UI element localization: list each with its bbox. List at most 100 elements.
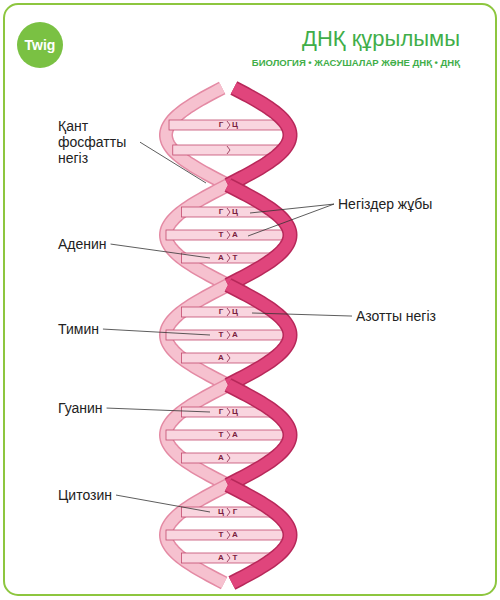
- strand-ribbon: [228, 285, 290, 385]
- base-letter: А: [232, 231, 238, 239]
- leader-line: [116, 495, 210, 512]
- strand-edge: [228, 485, 290, 583]
- base-letter-box: А: [218, 454, 224, 462]
- base-letter-box: А: [232, 231, 238, 239]
- part-label: Аденин: [58, 236, 107, 252]
- title: ДНҚ құрылымы: [302, 26, 460, 52]
- base-letter: Г: [219, 208, 224, 216]
- bond-notch: [227, 331, 230, 339]
- base-letter-box: Т: [219, 231, 224, 239]
- base-letter-box: А: [218, 354, 224, 362]
- leader-line: [248, 204, 334, 236]
- strand-ribbon: [166, 88, 228, 185]
- base-letter: А: [218, 554, 224, 562]
- page-frame: [4, 4, 496, 595]
- base-letter: А: [232, 331, 238, 339]
- base-letter-box: Т: [219, 431, 224, 439]
- base-letter: Г: [219, 308, 224, 316]
- strand-ribbon: [228, 485, 290, 583]
- part-label: Негіздер жұбы: [338, 196, 432, 212]
- base-letter: А: [232, 431, 238, 439]
- part-label-box: Қант фосфатты негіз: [58, 118, 136, 166]
- double-helix: [166, 88, 290, 583]
- part-label-box: Аденин: [58, 236, 107, 252]
- leader-line: [107, 408, 210, 412]
- base-pair-bar: [166, 530, 290, 540]
- bond-notch: [227, 508, 230, 516]
- base-letter-box: Г: [219, 121, 224, 129]
- title-box: ДНҚ құрылымы: [302, 26, 460, 52]
- bond-notch: [227, 531, 230, 539]
- bond-notch: [227, 231, 230, 239]
- base-letter-box: Ц: [218, 508, 224, 516]
- leader-line: [103, 329, 210, 335]
- bond-notch: [227, 254, 230, 262]
- base-letter: Т: [219, 431, 224, 439]
- base-letter-box: А: [218, 554, 224, 562]
- base-letter: Г: [219, 408, 224, 416]
- base-letter: Т: [233, 254, 238, 262]
- base-letter-box: Т: [233, 254, 238, 262]
- bond-notch: [227, 431, 230, 439]
- front-strand: [228, 88, 290, 583]
- part-label-box: Азотты негіз: [356, 308, 436, 324]
- base-letter-box: Г: [219, 208, 224, 216]
- base-letter: Г: [233, 508, 238, 516]
- logo-text: Twig: [25, 37, 56, 53]
- subtitle-box: БИОЛОГИЯ • ЖАСУШАЛАР ЖӘНЕ ДНҚ • ДНҚ: [252, 58, 460, 69]
- strand-edge: [166, 88, 228, 185]
- base-pairs: [166, 120, 290, 563]
- base-letter: Г: [219, 121, 224, 129]
- part-label-box: Гуанин: [58, 400, 103, 416]
- base-letter-box: Г: [233, 508, 238, 516]
- part-label: Цитозин: [58, 487, 112, 503]
- bond-notch: [227, 146, 230, 154]
- bond-notch: [227, 354, 230, 362]
- base-letter: А: [218, 254, 224, 262]
- base-letter-box: Т: [233, 554, 238, 562]
- bond-notch: [227, 408, 230, 416]
- strand-edge: [228, 285, 290, 385]
- strand-ribbon: [228, 88, 290, 185]
- subtitle: БИОЛОГИЯ • ЖАСУШАЛАР ЖӘНЕ ДНҚ • ДНҚ: [252, 58, 460, 69]
- leader-lines: [103, 142, 352, 512]
- base-letter: Ц: [232, 121, 238, 129]
- base-letter-box: А: [232, 431, 238, 439]
- base-letter: А: [218, 354, 224, 362]
- part-label-box: Цитозин: [58, 487, 112, 503]
- leader-line: [252, 313, 352, 316]
- bond-notch: [227, 308, 230, 316]
- base-pair-bar: [166, 230, 290, 240]
- part-label: Азотты негіз: [356, 308, 436, 324]
- base-letter: Т: [219, 231, 224, 239]
- strand-ribbon: [228, 385, 290, 485]
- bond-notch: [227, 454, 230, 462]
- base-letter-box: Ц: [232, 208, 238, 216]
- part-label: Қант фосфатты негіз: [58, 118, 136, 166]
- strand-edge: [228, 88, 290, 185]
- base-letter-box: А: [232, 331, 238, 339]
- base-letter-box: Ц: [232, 121, 238, 129]
- base-pair-bar: [166, 430, 290, 440]
- base-letter: Ц: [232, 408, 238, 416]
- base-letter: Т: [219, 331, 224, 339]
- base-pair-bar: [173, 145, 283, 155]
- part-label: Гуанин: [58, 400, 103, 416]
- logo-circle: Twig: [17, 22, 63, 68]
- bond-notch: [227, 121, 230, 129]
- base-letter: Т: [233, 554, 238, 562]
- leader-line: [140, 142, 206, 183]
- base-letter-box: Г: [219, 308, 224, 316]
- strand-ribbon: [228, 185, 290, 285]
- base-letter: А: [232, 531, 238, 539]
- bond-notch: [227, 208, 230, 216]
- base-letter-box: Ц: [232, 408, 238, 416]
- base-pair-bar: [169, 120, 287, 130]
- base-letter-box: Ц: [232, 308, 238, 316]
- base-letter: Ц: [232, 308, 238, 316]
- base-letter-box: Г: [219, 408, 224, 416]
- base-letter: Ц: [218, 508, 224, 516]
- leader-line: [111, 244, 210, 258]
